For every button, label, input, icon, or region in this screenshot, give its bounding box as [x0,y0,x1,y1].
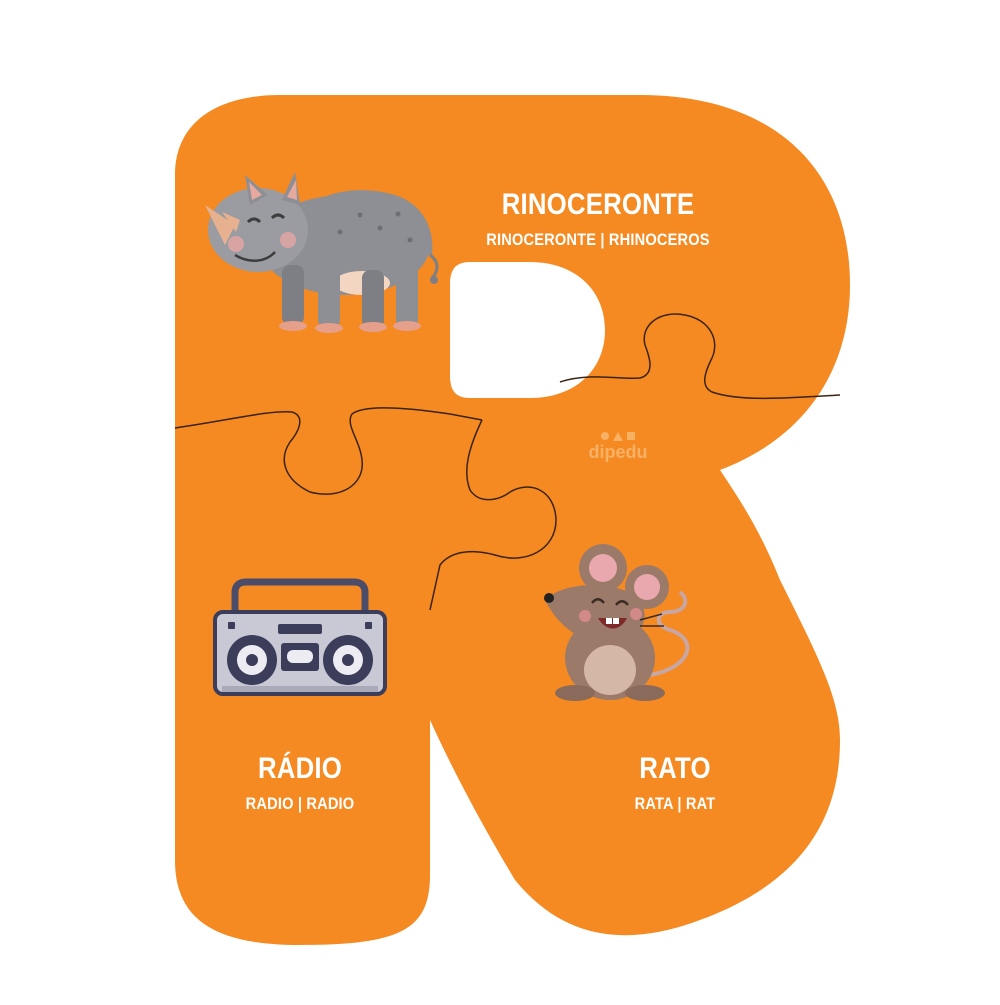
word-rato: RATO [639,752,711,785]
translation-radio: RADIO | RADIO [245,794,355,813]
mouse-illustration [544,544,690,701]
word-radio: RÁDIO [257,752,342,785]
rat-label-group: RATO RATA | RAT [589,752,761,814]
boombox-radio-illustration [213,578,387,696]
radio-label-group: RÁDIO RADIO | RADIO [214,752,386,814]
letter-r-shape [175,95,850,945]
brand-name: dipedu [588,442,648,462]
brand-shapes-icon [588,432,648,442]
rhinoceros-label-group: RINOCERONTE RINOCERONTE | RHINOCEROS [469,188,727,250]
translation-rato: RATA | RAT [634,794,716,813]
brand-logo: dipedu [588,432,648,462]
puzzle-cut-lines [174,313,841,611]
cut-line-right [559,313,841,400]
cut-line-left [174,407,483,495]
rhinoceros-illustration [205,172,439,333]
word-rinoceronte: RINOCERONTE [501,188,695,221]
cut-line-center [429,419,557,611]
translation-rinoceronte: RINOCERONTE | RHINOCEROS [486,230,710,249]
